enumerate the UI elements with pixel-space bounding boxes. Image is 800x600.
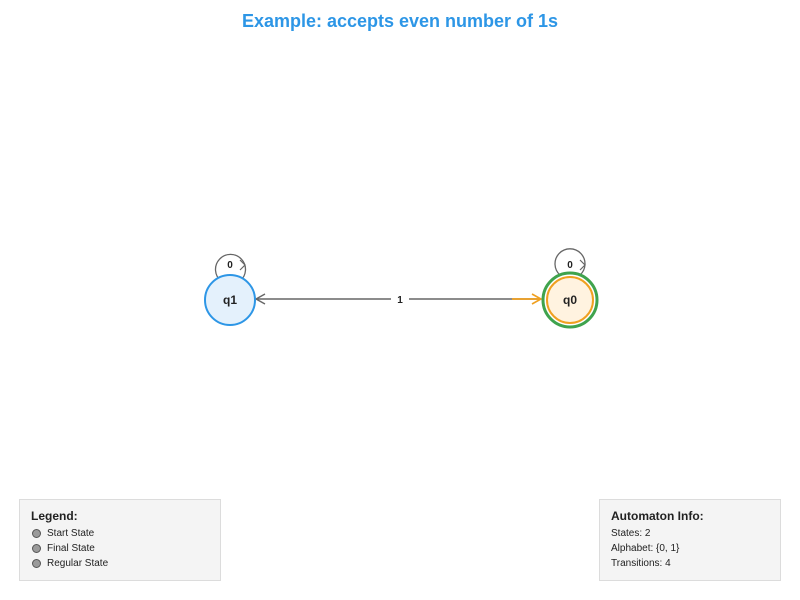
loop-label-q0: 0 [567, 260, 573, 271]
state-q1[interactable]: q1 [204, 274, 256, 326]
self-loop-q0: 0 [554, 248, 586, 276]
legend-label-regular: Regular State [47, 558, 109, 569]
info-states: States: 2 [611, 528, 651, 539]
state-q0[interactable]: q0 [541, 271, 599, 329]
info-panel: Automaton Info: States: 2 Alphabet: {0, … [599, 499, 781, 581]
info-title: Automaton Info: [611, 509, 704, 523]
final-state-swatch-icon [32, 544, 41, 553]
legend-label-final: Final State [47, 543, 95, 554]
legend-item-regular: Regular State [31, 556, 209, 571]
edge-q0-q1: 1 [254, 293, 541, 306]
info-alphabet: Alphabet: {0, 1} [611, 543, 680, 554]
edge-label-1: 1 [397, 295, 403, 306]
legend-label-start: Start State [47, 528, 95, 539]
legend-panel: Legend: Start State Final State Regular … [19, 499, 221, 581]
state-label-q0: q0 [563, 293, 577, 307]
diagram-title: Example: accepts even number of 1s [241, 11, 559, 31]
info-transitions: Transitions: 4 [611, 558, 671, 569]
self-loop-q1: 0 [214, 253, 247, 282]
state-label-q1: q1 [223, 293, 237, 307]
legend-item-final: Final State [31, 541, 209, 556]
start-state-swatch-icon [32, 529, 41, 538]
regular-state-swatch-icon [32, 559, 41, 568]
legend-title: Legend: [31, 509, 78, 523]
loop-label-q1: 0 [227, 260, 233, 271]
legend-item-start: Start State [31, 526, 209, 541]
